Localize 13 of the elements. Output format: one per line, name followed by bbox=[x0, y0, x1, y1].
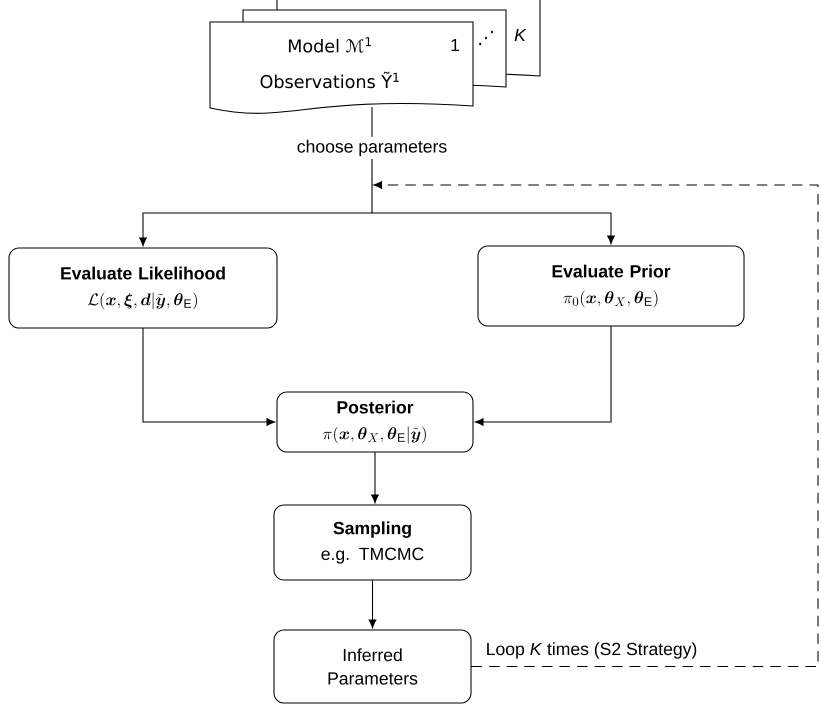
process-box: Evaluate Likelihood $\mathcal{L}(\boldsymbol{x},\boldsymbol{\xi},\boldsymbol{d}|\tilde{\boldsymbol{y}},\boldsymbol{\theta}_\mathrm{E})$ bbox=[8, 247, 278, 329]
arrow bbox=[371, 159, 615, 244]
arrow bbox=[373, 181, 819, 668]
process-box: Inferred Parameters bbox=[273, 629, 472, 704]
step-label: choose parameters bbox=[298, 140, 447, 156]
process-box: Evaluate Prior $\pi_0(\boldsymbol{x},\boldsymbol{\theta}_X,\boldsymbol{\theta}_\mathrm{E})$ bbox=[477, 245, 745, 327]
arrow bbox=[371, 452, 379, 504]
arrow bbox=[368, 580, 376, 628]
process-box: Posterior $\pi(\boldsymbol{x},\boldsymbol{\theta}_X,\boldsymbol{\theta}_\mathrm{E}|\tilde{\boldsymbol{y}})$ bbox=[276, 391, 474, 453]
arrow bbox=[142, 328, 276, 426]
process-box: Sampling e.g. TMCMC bbox=[273, 504, 472, 581]
arrow bbox=[474, 326, 612, 426]
edge-label: Loop K times (S2 Strategy) bbox=[484, 641, 698, 660]
